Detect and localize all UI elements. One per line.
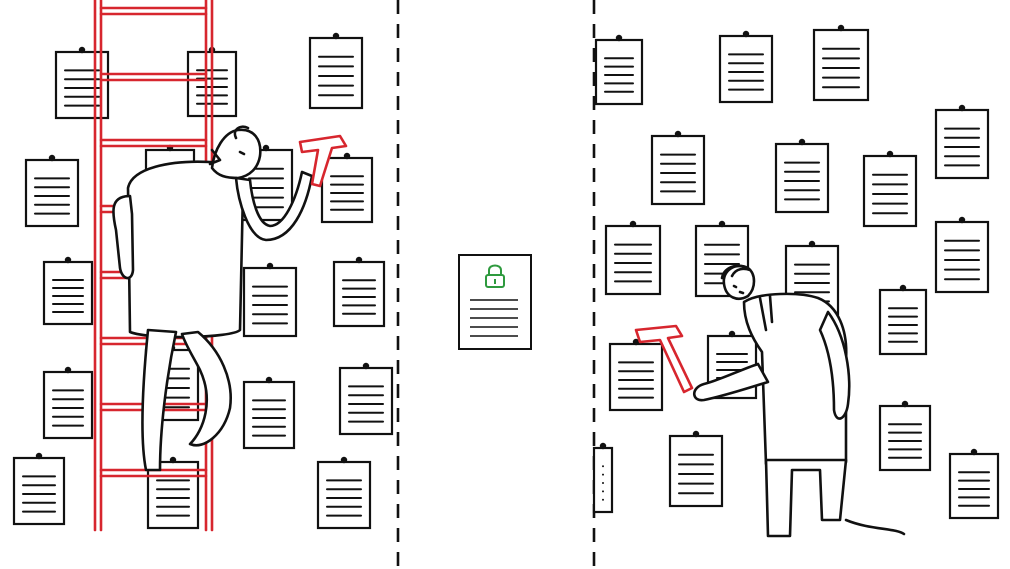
pinned-note xyxy=(604,220,662,296)
pin-icon xyxy=(808,240,816,248)
left-hammer-icon xyxy=(298,134,348,188)
pinned-note xyxy=(608,338,664,412)
pinned-note xyxy=(650,130,706,206)
pinned-note xyxy=(878,284,928,356)
pin-icon xyxy=(958,104,966,112)
pin-icon xyxy=(340,456,348,464)
pinned-note xyxy=(308,32,364,110)
pin-icon xyxy=(266,262,274,270)
short-figure xyxy=(692,264,906,538)
pinned-note xyxy=(862,150,918,228)
pinned-note xyxy=(878,400,932,472)
pinned-note xyxy=(338,362,394,436)
pinned-note xyxy=(242,262,298,338)
right-panel-notes xyxy=(592,24,1000,520)
pin-icon xyxy=(798,138,806,146)
pin-icon xyxy=(837,24,845,32)
pin-icon xyxy=(692,430,700,438)
pinned-note xyxy=(668,430,724,508)
pinned-note xyxy=(948,448,1000,520)
pinned-note xyxy=(12,452,66,526)
pinned-note xyxy=(718,30,774,104)
pin-icon xyxy=(728,330,736,338)
locked-document xyxy=(458,254,532,350)
pinned-note xyxy=(934,216,990,294)
pin-icon xyxy=(901,400,909,408)
pin-icon xyxy=(629,220,637,228)
padlock-icon xyxy=(485,264,505,288)
pin-icon xyxy=(35,452,43,460)
pin-icon xyxy=(169,456,177,464)
pinned-note xyxy=(774,138,830,214)
pin-icon xyxy=(262,144,270,152)
pin-icon xyxy=(615,34,623,42)
pin-icon xyxy=(599,442,607,450)
pinned-note xyxy=(42,256,94,326)
pin-icon xyxy=(64,256,72,264)
pinned-note xyxy=(592,442,614,514)
pinned-note xyxy=(24,154,80,228)
pin-icon xyxy=(970,448,978,456)
pinned-note xyxy=(934,104,990,180)
pin-icon xyxy=(48,154,56,162)
pin-icon xyxy=(362,362,370,370)
pin-icon xyxy=(886,150,894,158)
right-hammer-icon xyxy=(634,324,694,394)
pin-icon xyxy=(64,366,72,374)
pin-icon xyxy=(265,376,273,384)
pin-icon xyxy=(674,130,682,138)
pinned-note xyxy=(42,366,94,440)
pin-icon xyxy=(332,32,340,40)
pin-icon xyxy=(742,30,750,38)
pin-icon xyxy=(958,216,966,224)
pinned-note xyxy=(332,256,386,328)
pinned-note xyxy=(320,152,374,224)
pin-icon xyxy=(718,220,726,228)
pin-icon xyxy=(632,338,640,346)
tall-figure xyxy=(112,125,314,472)
pinned-note xyxy=(812,24,870,102)
pin-icon xyxy=(355,256,363,264)
pinned-note xyxy=(242,376,296,450)
pin-icon xyxy=(899,284,907,292)
pin-icon xyxy=(78,46,86,54)
pinned-note xyxy=(594,34,644,106)
pinned-note xyxy=(316,456,372,530)
pinned-note xyxy=(54,46,110,120)
pinned-note xyxy=(146,456,200,530)
pin-icon xyxy=(343,152,351,160)
